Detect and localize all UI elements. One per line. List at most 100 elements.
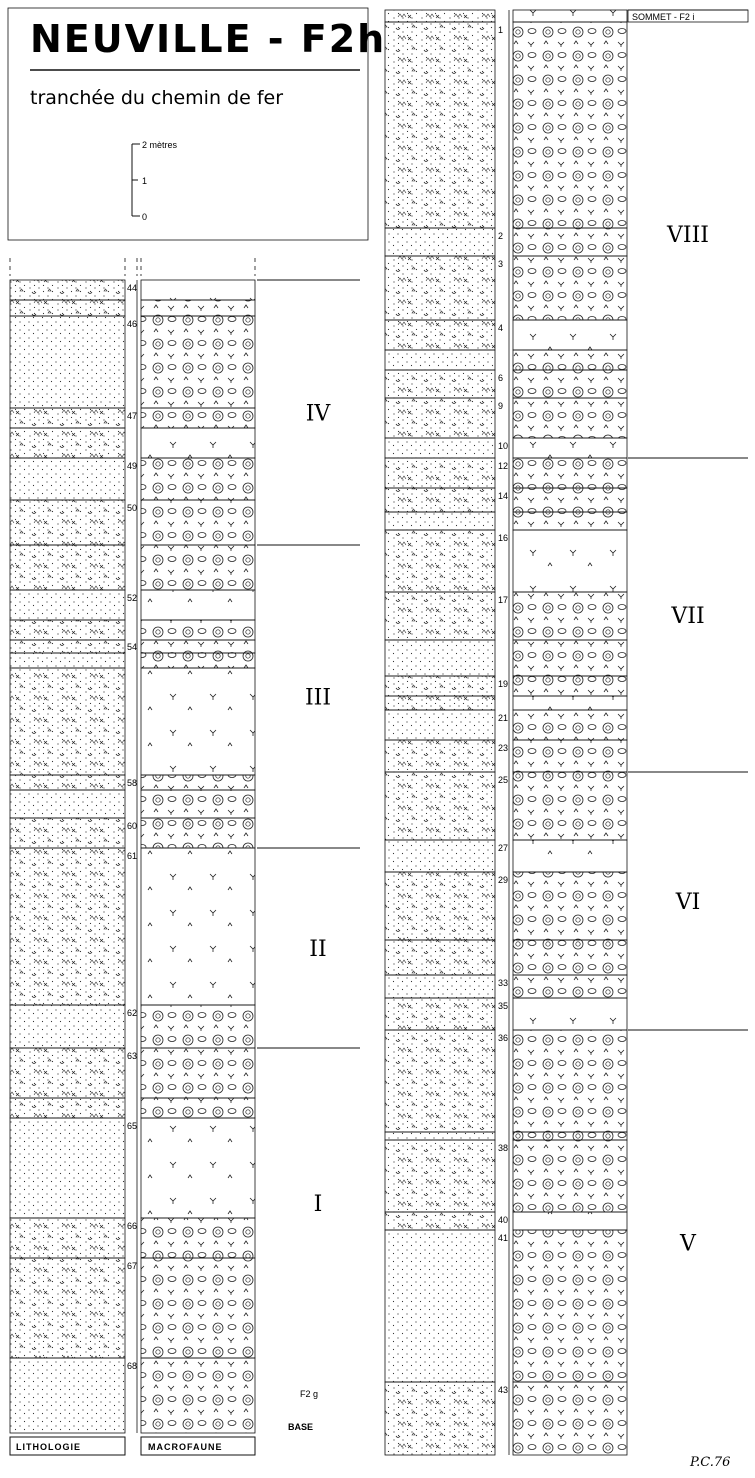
right-lithology-bed <box>384 397 496 439</box>
left-footer: LITHOLOGIE MACROFAUNE <box>9 1436 256 1456</box>
right-macrofauna-bed <box>512 695 628 711</box>
right-bed-number: 16 <box>498 533 508 543</box>
right-lithology-bed <box>384 487 496 513</box>
title-block: NEUVILLE - F2h tranchée du chemin de fer… <box>7 7 384 241</box>
right-macrofauna-bed <box>512 511 628 531</box>
right-macrofauna-bed <box>512 739 628 773</box>
right-lithology-bed <box>384 939 496 976</box>
right-lithology-bed <box>384 255 496 321</box>
left-macrofauna-bed <box>140 427 256 459</box>
right-bed-number: 6 <box>498 373 503 383</box>
right-lithology-bed <box>384 369 496 399</box>
right-lithology-bed <box>384 227 496 257</box>
right-macrofauna-bed <box>512 839 628 873</box>
right-macrofauna-bed <box>512 1229 628 1383</box>
right-lithology-bed <box>384 9 496 23</box>
right-lithology-bed <box>384 997 496 1031</box>
left-lithology-bed <box>9 1047 126 1099</box>
right-bed-number: 21 <box>498 713 508 723</box>
right-macrofauna-bed <box>512 639 628 677</box>
right-macrofauna-bed <box>512 997 628 1031</box>
title-frame <box>7 7 369 241</box>
right-lithology-bed <box>384 1029 496 1133</box>
left-lithology-bed <box>9 544 126 591</box>
right-macrofauna-bed <box>512 457 628 489</box>
right-unit-label: VI <box>675 890 701 915</box>
left-lithology-bed <box>9 457 126 501</box>
left-bed-number: 46 <box>127 319 137 329</box>
left-lithology-bed <box>9 279 126 301</box>
right-bed-number: 9 <box>498 401 503 411</box>
left-bed-number: 47 <box>127 411 137 421</box>
right-bed-number: 27 <box>498 843 508 853</box>
right-lithology-bed <box>384 1131 496 1141</box>
right-macrofauna-bed <box>512 675 628 697</box>
right-lithology-bed <box>384 457 496 489</box>
left-lithology-bed <box>9 315 126 409</box>
left-macrofauna-bed <box>140 279 256 301</box>
left-lithology-bed <box>9 1217 126 1259</box>
right-lithology-bed <box>384 695 496 711</box>
right-lithology-bed <box>384 739 496 773</box>
right-lithology-bed <box>384 437 496 459</box>
left-macrofauna-bed <box>140 1004 256 1049</box>
left-bed-number: 52 <box>127 593 137 603</box>
left-bed-number: 62 <box>127 1008 137 1018</box>
left-bed-number: 58 <box>127 778 137 788</box>
left-lithology-bed <box>9 619 126 641</box>
left-lithology-bed <box>9 847 126 1006</box>
left-macrofauna-bed <box>140 315 256 409</box>
right-macrofauna-bed <box>512 349 628 371</box>
right-header: SOMMET - F2 i <box>627 9 749 23</box>
scale-label-mid: 1 <box>142 176 147 186</box>
right-lithology-bed <box>384 591 496 641</box>
right-bed-number: 38 <box>498 1143 508 1153</box>
left-macrofauna-bed <box>140 1257 256 1359</box>
left-bed-number: 54 <box>127 642 137 652</box>
left-macrofauna-bed <box>140 619 256 641</box>
left-macrofauna-bed <box>140 457 256 501</box>
left-lithology-bed <box>9 817 126 849</box>
left-bed-number: 60 <box>127 821 137 831</box>
left-bed-number: 50 <box>127 503 137 513</box>
left-unit-label: I <box>314 1192 323 1217</box>
right-macrofauna-bed <box>512 397 628 439</box>
left-macrofauna-bed <box>140 1117 256 1219</box>
right-bed-number: 29 <box>498 875 508 885</box>
left-macrofauna-bed <box>140 847 256 1006</box>
right-unit-label: V <box>679 1232 697 1257</box>
right-lithology-bed <box>384 1139 496 1213</box>
left-macrofauna-bed <box>140 299 256 317</box>
right-lithology-bed <box>384 21 496 229</box>
left-lithology-bed <box>9 1097 126 1119</box>
left-bed-number: 49 <box>127 461 137 471</box>
right-lithology-bed <box>384 1381 496 1456</box>
base-label-base: BASE <box>288 1422 313 1432</box>
right-macrofauna-bed <box>512 1381 628 1456</box>
left-bed-number: 63 <box>127 1051 137 1061</box>
right-bed-number: 19 <box>498 679 508 689</box>
left-lithology-bed <box>9 1257 126 1359</box>
right-macrofauna-bed <box>512 227 628 257</box>
right-bed-number: 10 <box>498 441 508 451</box>
left-bed-number: 67 <box>127 1261 137 1271</box>
right-bed-number: 3 <box>498 259 503 269</box>
right-lithology-bed <box>384 511 496 531</box>
left-unit-label: III <box>305 686 331 711</box>
sommet-header: SOMMET - F2 i <box>632 12 694 22</box>
left-macrofauna-bed <box>140 652 256 669</box>
left-macrofauna-bed <box>140 1217 256 1259</box>
left-bed-number: 61 <box>127 851 137 861</box>
right-lithology-bed <box>384 349 496 371</box>
left-lithology-bed <box>9 1357 126 1434</box>
base-label-f2g: F2 g <box>300 1389 318 1399</box>
right-bed-number: 25 <box>498 775 508 785</box>
right-macrofauna-bed <box>512 437 628 459</box>
left-lithology-bed <box>9 1117 126 1219</box>
right-bed-number: 17 <box>498 595 508 605</box>
left-macrofauna-bed <box>140 407 256 429</box>
sheet-subtitle: tranchée du chemin de fer <box>30 87 283 109</box>
right-bed-number: 40 <box>498 1215 508 1225</box>
